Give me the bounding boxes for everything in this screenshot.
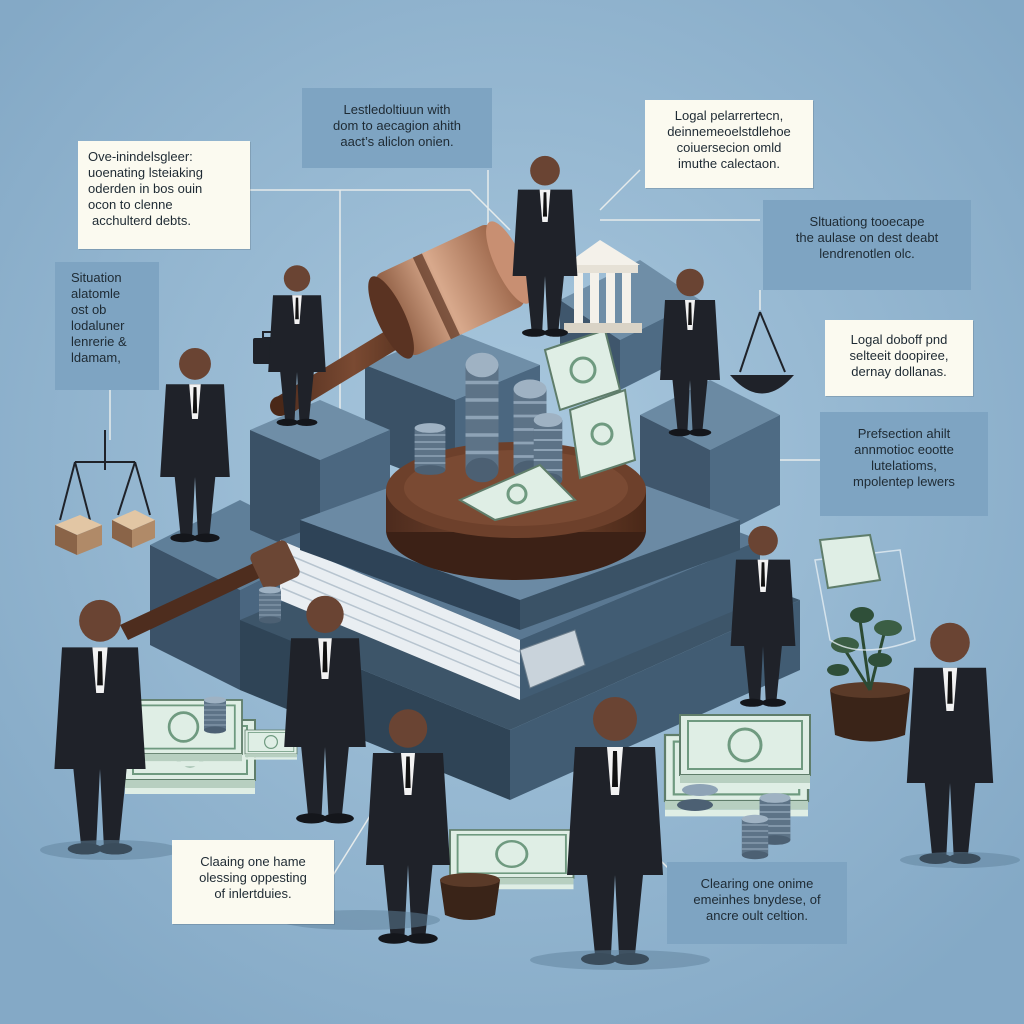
callout-line: coiuersecion omld [676, 140, 782, 155]
callout-right-lower: Prefsection ahilt annmotioc eootte lutel… [820, 412, 988, 516]
callout-line: Situation [71, 270, 122, 285]
callout-line: aact’s aliclon onien. [340, 134, 454, 149]
callout-line: Claaing one hame [200, 854, 306, 869]
callout-line: imuthe calectaon. [678, 156, 780, 171]
callout-line: Logal pelarrertecn, [674, 108, 784, 123]
callout-line: ldamam, [71, 350, 121, 365]
callout-line: Lestledoltiuun with [343, 102, 451, 117]
callout-top-center: Lestledoltiuun with dom to aecagion ahit… [302, 88, 492, 168]
callout-line: the aulase on dest deabt [795, 230, 939, 245]
cup [440, 873, 500, 920]
callout-line: lodaluner [71, 318, 125, 333]
callout-bottom-right: Clearing one onime emeinhes bnydese, of … [667, 862, 847, 944]
callout-line: Sltuationg tooecape [809, 214, 925, 229]
callout-top-right: Logal pelarrertecn, deinnemeoelstdlehoe … [645, 100, 813, 188]
callout-line: of inlertduies. [214, 886, 292, 901]
callout-line: Prefsection ahilt [857, 426, 951, 441]
callout-line: oderden in bos ouin [88, 181, 203, 196]
small-gavel-icon [120, 540, 300, 640]
scales-icon [59, 430, 151, 521]
callout-line: ocon to clenne [88, 197, 173, 212]
callout-line: ost ob [71, 302, 107, 317]
callout-line: olessing oppesting [199, 870, 307, 885]
callout-right-mid: Logal doboff pnd selteeit doopiree, dern… [825, 320, 973, 396]
callout-line: ancre oult celtion. [706, 908, 808, 923]
callout-line: mpolentep lewers [853, 474, 955, 489]
callout-bottom-left: Claaing one hame olessing oppesting of i… [172, 840, 334, 924]
callout-top-left: Ove-inindelsgleer: uoenating lsteiaking … [78, 141, 250, 249]
callout-right-upper: Sltuationg tooecape the aulase on dest d… [763, 200, 971, 290]
callout-line: dom to aecagion ahith [333, 118, 461, 133]
callout-line: dernay dollanas. [851, 364, 947, 379]
callout-line: lendrenotlen olc. [819, 246, 915, 261]
callout-line: alatomle [71, 286, 121, 301]
callout-left-mid: Situation alatomle ost ob lodaluner lenr… [55, 262, 159, 390]
scale-boxes [55, 510, 155, 555]
callout-line: lenrerie & [71, 334, 127, 349]
callout-line: Clearing one onime [700, 876, 814, 891]
callout-line: acchulterd debts. [92, 213, 192, 228]
callout-line: selteeit doopiree, [849, 348, 949, 363]
potted-plant-icon [814, 533, 916, 742]
callout-line: emeinhes bnydese, of [693, 892, 821, 907]
callout-line: Logal doboff pnd [850, 332, 948, 347]
callout-line: deinnemeoelstdlehoe [667, 124, 791, 139]
callout-line: lutelatioms, [871, 458, 937, 473]
small-coins [203, 586, 792, 860]
bank-building-icon [564, 240, 642, 333]
callout-line: annmotioc eootte [854, 442, 954, 457]
callout-line: uoenating lsteiaking [88, 165, 203, 180]
hanging-scale-icon [730, 311, 794, 394]
callout-line: Ove-inindelsgleer: [88, 149, 193, 164]
banknotes [457, 328, 637, 522]
gavel-icon [270, 221, 532, 416]
